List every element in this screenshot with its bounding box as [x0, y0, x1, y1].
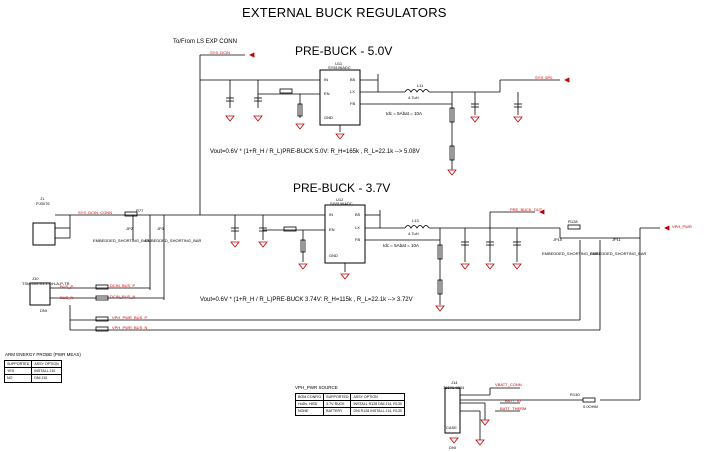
table-row: NO DNI J10 — [3, 374, 62, 383]
arm-table: SUPPORTED ASSY OPTION YES INSTALL J10 NO… — [3, 359, 62, 383]
j1-part: PJ0076 — [36, 201, 50, 206]
r130-value: 0.0OHM — [583, 404, 598, 409]
u11-pin-bs: BS — [350, 77, 356, 82]
l11-value: 4.7uH — [408, 95, 419, 100]
table-row: HoDs, HiSD 3.7V BUCK INSTALL R128 DNI J1… — [294, 400, 405, 409]
u11-ref: U11 — [335, 61, 343, 66]
j10-dni: DNI — [40, 308, 47, 313]
jp3-ref: JP3 — [157, 226, 164, 231]
j1-ref: J1 — [40, 196, 45, 201]
vph-table-header-supported: SUPPORTED — [323, 392, 352, 402]
u12-pin-gnd: GND — [329, 253, 338, 258]
vph-table-cell: BATTERY — [323, 407, 352, 416]
net-batt-therm: BATT_THERM — [500, 406, 527, 411]
l13-value: 4.7uH — [408, 231, 419, 236]
arm-table-header-assy: ASSY OPTION — [31, 359, 62, 369]
arm-table-header-supported: SUPPORTED — [3, 359, 33, 369]
net-vbatt-conn: VBATT_CONN — [495, 382, 522, 387]
net-sys-5p0: SYS_5P0 — [535, 75, 553, 80]
jp2-ref: JP2 — [126, 226, 133, 231]
table-row: YES INSTALL J10 — [3, 367, 62, 376]
net-vph-pwr: VPH_PWR — [672, 224, 692, 229]
vph-table-cell: INSTALL R128 DNI J14, R130 — [350, 400, 405, 409]
pre-buck-37v-formula: Vout=0.6V * (1+R_H / R_L)PRE-BUCK 3.74V:… — [200, 297, 413, 303]
pre-buck-5v-formula: Vout=0.6V * (1+R_H / R_L)PRE-BUCK 5.0V: … — [210, 149, 420, 155]
u12-part: SY8106ADC — [330, 201, 353, 206]
page-title: EXTERNAL BUCK REGULATORS — [242, 5, 447, 20]
u12-pin-en: EN — [329, 227, 335, 232]
u12-pin-in: IN — [329, 212, 333, 217]
vph-table-cell: 3.7V BUCK — [323, 400, 352, 409]
vph-table-cell: DNI R128 INSTALL J14, R130 — [350, 407, 405, 416]
table-row: NONE BATTERY DNI R128 INSTALL J14, R130 — [294, 407, 405, 416]
jp11-shorting-label: EMBEDDED_SHORTING_BAR — [590, 251, 647, 256]
net-sys-dcin-conn: SYS_DCIN_CONN — [78, 210, 113, 215]
jp3-shorting-label: EMBEDDED_SHORTING_BAR — [145, 238, 202, 243]
j10-ref: J10 — [32, 276, 39, 281]
vph-table: BOM CONFIG SUPPORTED ASSY OPTION HoDs, H… — [294, 392, 405, 416]
net-vph-pwr-bus-n: VPH_PWR_BUS_N — [112, 325, 148, 330]
table-row: BOM CONFIG SUPPORTED ASSY OPTION — [294, 392, 405, 402]
arm-table-cell: NO — [3, 374, 33, 383]
pre-buck-37v-heading: PRE-BUCK - 3.7V — [293, 181, 391, 195]
arm-table-cell: DNI J10 — [31, 374, 62, 383]
jp10-ref: JP10 — [553, 237, 563, 242]
net-pre-buck-out: PRE_BUCK_OUT — [510, 207, 543, 212]
u11-pin-gnd: GND — [324, 115, 333, 120]
vph-table-caption: VPH_PWR SOURCE — [295, 385, 338, 390]
net-dcin-bus-n: DCIN_BUS_N — [110, 294, 136, 299]
pre-buck-5v-heading: PRE-BUCK - 5.0V — [295, 44, 393, 58]
vph-table-cell: NONE — [294, 407, 325, 416]
net-batt-id: BATT_ID — [505, 398, 522, 403]
j14-dni: DNI — [449, 445, 456, 450]
u12-pin-bs: BS — [355, 212, 361, 217]
vph-table-header-assy: ASSY OPTION — [350, 392, 405, 402]
sense-label-bus-p: BUS_P — [60, 284, 74, 289]
net-vph-pwr-bus-p: VPH_PWR_BUS_P — [112, 315, 148, 320]
u12-ref: U12 — [336, 197, 344, 202]
u11-pin-fb: FB — [350, 101, 356, 106]
j14-ref: J14 — [451, 380, 458, 385]
u11-pin-lx: LX — [350, 89, 355, 94]
table-row: SUPPORTED ASSY OPTION — [3, 359, 62, 369]
u11-pin-en: EN — [324, 91, 330, 96]
j14-part: 78171-0004 — [443, 385, 465, 390]
l11-ref: L11 — [417, 83, 424, 88]
r130-ref: R130 — [570, 392, 580, 397]
arm-table-cell: YES — [3, 367, 33, 376]
vph-table-header-bom: BOM CONFIG — [294, 392, 325, 402]
u11-pin-in: IN — [324, 77, 328, 82]
l13-ref: L13 — [412, 218, 419, 223]
jp10-shorting-label: EMBEDDED_SHORTING_BAR — [542, 251, 599, 256]
jp11-ref: JP11 — [612, 237, 621, 242]
j14-case: CASE — [446, 425, 457, 430]
u12-pin-lx: LX — [355, 225, 360, 230]
u12-idc-note: Idc = 5Abat = 10A — [383, 243, 420, 248]
u12-pin-fb: FB — [355, 237, 361, 242]
net-dcin-bus-p: DCIN_BUS_P — [110, 283, 136, 288]
arm-table-cell: INSTALL J10 — [31, 367, 62, 376]
sense-label-bus-n: BUS_N — [60, 295, 74, 300]
net-sys-dcin-top: SYS_DCIN — [210, 50, 231, 55]
u11-idc-note: Idc = 5Abat = 10A — [386, 111, 423, 116]
u11-part: SY8106ADC — [328, 65, 351, 70]
j10-part: TSM-102-01-L-DH-A-P-TR — [22, 281, 70, 286]
arm-table-caption: ARM ENERGY PROBE (PWR MEAS) — [5, 352, 81, 357]
vph-table-cell: HoDs, HiSD — [294, 400, 325, 409]
connector-note: To/From LS EXP CONN — [173, 39, 237, 45]
r77-ref: R77 — [136, 208, 144, 213]
r128-ref: R128 — [568, 219, 578, 224]
jp2-shorting-label: EMBEDDED_SHORTING_BAR — [93, 238, 150, 243]
